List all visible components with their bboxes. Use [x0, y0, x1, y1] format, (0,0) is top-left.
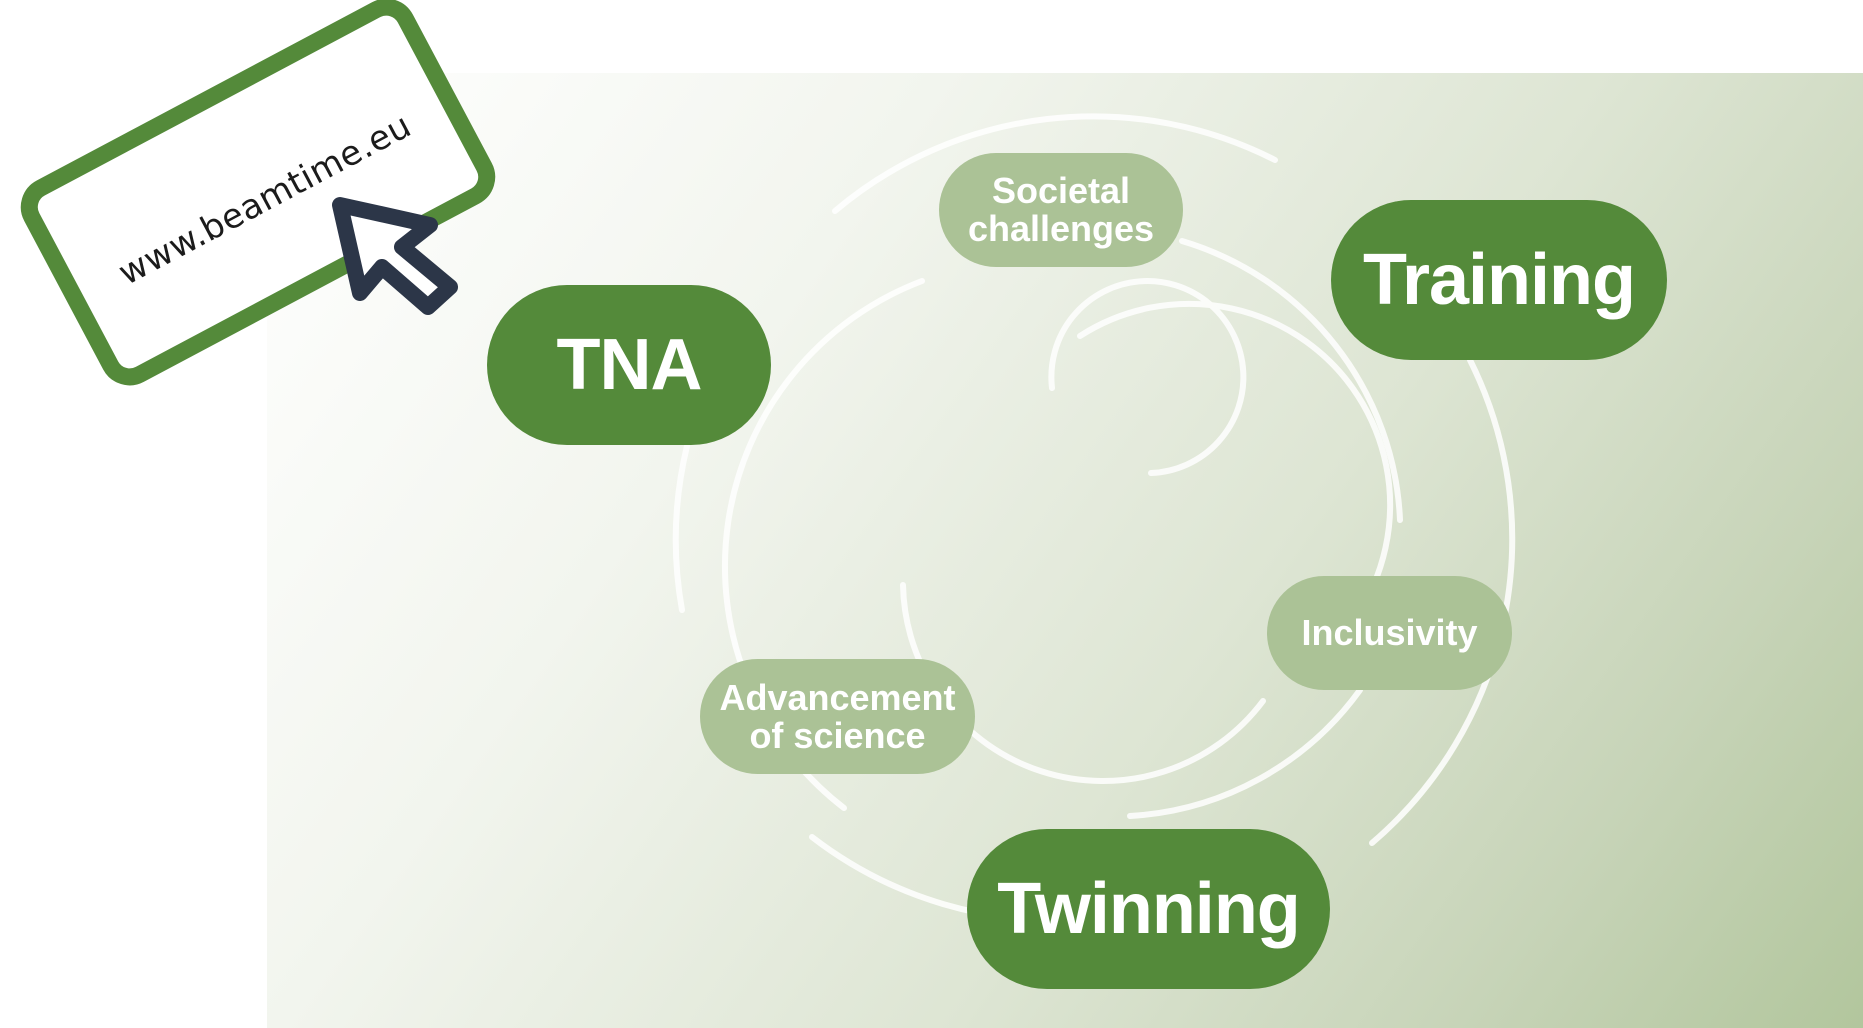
- node-tna-label: TNA: [556, 325, 703, 405]
- node-tna: TNA: [487, 285, 771, 445]
- node-inclusivity-label: Inclusivity: [1301, 612, 1478, 653]
- node-training: Training: [1331, 200, 1667, 360]
- node-advancement-line-2: of science: [749, 714, 926, 756]
- ring-inner-arc-2: [900, 582, 1266, 785]
- node-advancement-of-science: Advancement of science: [700, 659, 975, 774]
- node-training-label: Training: [1362, 240, 1636, 320]
- node-societal-challenges-line-2: challenges: [967, 208, 1155, 249]
- ring-middle-arc-2: [1179, 238, 1403, 523]
- node-societal-challenges: Societal challenges: [939, 153, 1183, 267]
- node-societal-challenges-line-1: Societal: [991, 170, 1131, 211]
- pointer-arrow-icon: [332, 197, 458, 315]
- ring-outer-arc-4: [672, 443, 690, 613]
- ring-core-arc: [1048, 278, 1247, 476]
- ring-outer-arc-1: [832, 113, 1278, 214]
- node-advancement-line-1: Advancement: [719, 676, 956, 718]
- node-twinning: Twinning: [967, 829, 1330, 989]
- node-twinning-label: Twinning: [997, 869, 1301, 949]
- node-inclusivity: Inclusivity: [1267, 576, 1512, 690]
- ring-middle-arc-3: [1127, 687, 1363, 819]
